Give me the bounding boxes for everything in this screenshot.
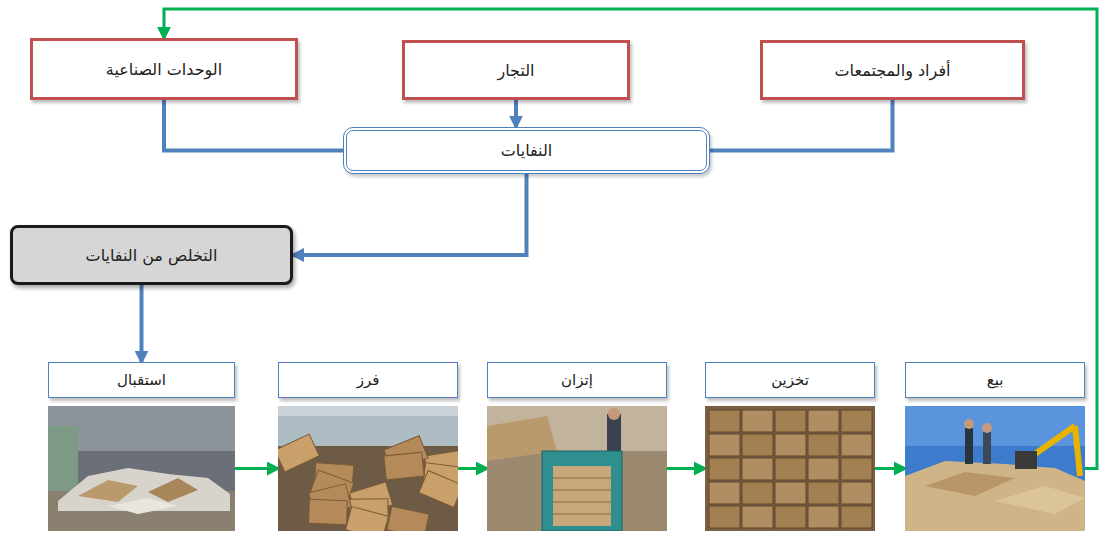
waste-box: النفايات [343, 127, 710, 174]
flow-arrow [667, 467, 705, 470]
source-box: التجار [402, 40, 630, 100]
feed-connector [164, 100, 343, 151]
feed-connector [293, 174, 527, 255]
process-step: إتزان [487, 362, 667, 531]
box-label: بيع [977, 371, 1014, 389]
source-box: الوحدات الصناعية [30, 38, 298, 100]
photo-illustration [48, 406, 235, 531]
box-label: تخزين [761, 371, 819, 389]
source-box: أفراد والمجتمعات [760, 40, 1025, 100]
box-frame: الوحدات الصناعية [30, 38, 298, 100]
box-label: فرز [347, 371, 390, 389]
process-step: فرز [278, 362, 458, 531]
box-frame: استقبال [48, 362, 235, 398]
disposal-box: التخلص من النفايات [10, 225, 293, 285]
photo-illustration [278, 406, 458, 531]
box-label: أفراد والمجتمعات [825, 61, 961, 80]
photo-illustration [705, 406, 875, 531]
photo-illustration [487, 406, 667, 531]
box-frame: التخلص من النفايات [10, 225, 293, 285]
process-step: بيع [905, 362, 1085, 531]
box-label: النفايات [491, 141, 563, 160]
box-label: الوحدات الصناعية [96, 60, 232, 79]
box-label: التخلص من النفايات [76, 246, 228, 265]
process-step: استقبال [48, 362, 235, 531]
flow-arrow [458, 467, 487, 470]
box-frame: النفايات [343, 127, 710, 174]
photo-illustration [905, 406, 1085, 531]
box-label: التجار [487, 61, 544, 80]
feed-connector [140, 285, 144, 362]
box-frame: بيع [905, 362, 1085, 398]
box-label: استقبال [107, 371, 176, 389]
flow-arrow [875, 467, 905, 470]
feed-connector [710, 100, 893, 151]
feed-connector [514, 100, 518, 127]
flow-arrow [164, 9, 1097, 469]
box-frame: التجار [402, 40, 630, 100]
box-frame: فرز [278, 362, 458, 398]
box-frame: تخزين [705, 362, 875, 398]
box-label: إتزان [551, 371, 603, 389]
box-frame: إتزان [487, 362, 667, 398]
flow-arrow [235, 467, 278, 470]
process-step: تخزين [705, 362, 875, 531]
box-frame: أفراد والمجتمعات [760, 40, 1025, 100]
